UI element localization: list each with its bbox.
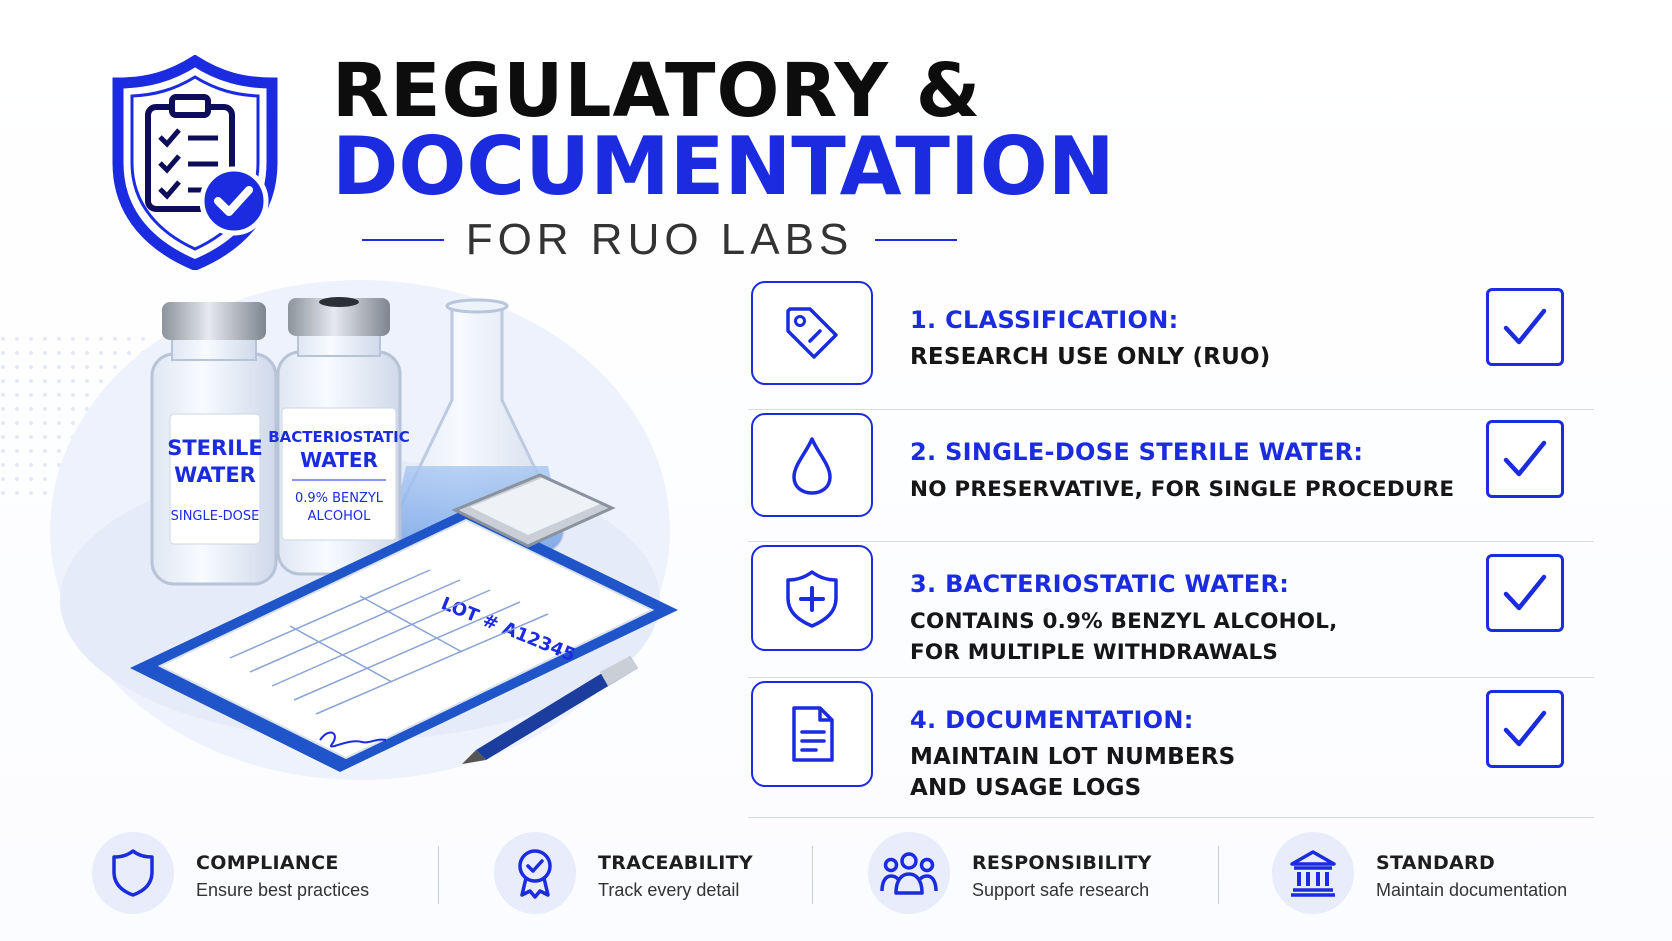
divider [1218,846,1219,904]
item-description: RESEARCH USE ONLY (RUO) [910,344,1271,370]
feature-icon-circle [92,832,174,914]
checkmark-icon [1503,574,1547,611]
feature-subtitle: Maintain documentation [1376,880,1568,900]
feature-title: RESPONSIBILITY [972,852,1152,874]
checked-checkbox[interactable] [1486,288,1564,366]
feature-subtitle: Track every detail [598,880,740,900]
sterile-water-vial: STERILE WATER SINGLE-DOSE [150,302,278,586]
document-icon [792,706,834,762]
item-description: CONTAINS 0.9% BENZYL ALCOHOL, FOR MULTIP… [910,609,1338,665]
award-badge-icon [518,849,552,899]
page-subtitle: FOR RUO LABS [465,215,854,264]
feature-subtitle: Support safe research [972,880,1150,900]
checklist-item-documentation: 4. DOCUMENTATION: MAINTAIN LOT NUMBERS A… [748,678,1594,818]
lab-illustration: STERILE WATER SINGLE-DOSE BACTERIOSTATIC… [0,280,678,780]
clipboard-icon: LOT # A12345 [130,473,678,772]
tag-icon [786,307,838,359]
item-title: 1. CLASSIFICATION: [910,306,1179,334]
item-title: 3. BACTERIOSTATIC WATER: [910,570,1290,598]
pen-icon [462,656,638,764]
checkmark-icon [1503,440,1547,477]
checklist-item-bacteriostatic: 3. BACTERIOSTATIC WATER: CONTAINS 0.9% B… [748,542,1594,678]
item-text: 3. BACTERIOSTATIC WATER: CONTAINS 0.9% B… [910,570,1470,668]
page-title-line1: REGULATORY & [332,48,982,134]
shield-clipboard-logo-icon [112,55,278,270]
vial2-label-sub2: ALCOHOL [308,509,371,524]
item-icon-box [751,413,873,517]
item-icon-box [751,545,873,651]
shield-plus-icon [786,570,838,628]
checkmark-icon [1503,710,1547,747]
feature-icon-circle [868,832,950,914]
subtitle-row: FOR RUO LABS [332,210,987,270]
people-icon [880,852,938,895]
feature-icon-circle [1272,832,1354,914]
checked-checkbox[interactable] [1486,420,1564,498]
item-title: 4. DOCUMENTATION: [910,706,1194,734]
item-description: NO PRESERVATIVE, FOR SINGLE PROCEDURE [910,477,1455,502]
item-icon-box [751,681,873,787]
feature-title: STANDARD [1376,852,1496,874]
droplet-icon [792,437,832,495]
item-title: 2. SINGLE-DOSE STERILE WATER: [910,438,1364,466]
vial2-label-line1: BACTERIOSTATIC [268,428,410,446]
vial2-label-sub1: 0.9% BENZYL [295,491,384,506]
page-title-line2: DOCUMENTATION [332,120,1115,213]
vial1-label-line2: WATER [174,463,256,487]
checkmark-icon [1503,308,1547,345]
feature-title: COMPLIANCE [196,852,339,874]
divider [438,846,439,904]
feature-icon-circle [494,832,576,914]
checklist-item-single-dose: 2. SINGLE-DOSE STERILE WATER: NO PRESERV… [748,410,1594,542]
item-text: 4. DOCUMENTATION: MAINTAIN LOT NUMBERS A… [910,706,1470,804]
item-text: 1. CLASSIFICATION: RESEARCH USE ONLY (RU… [910,306,1470,373]
checked-checkbox[interactable] [1486,554,1564,632]
subtitle-rule-right [875,239,958,241]
checked-checkbox[interactable] [1486,690,1564,768]
vial1-label-line1: STERILE [167,436,263,460]
shield-icon [112,849,154,897]
footer-features: COMPLIANCE Ensure best practices TRACEAB… [0,828,1672,928]
bacteriostatic-water-vial: BACTERIOSTATIC WATER 0.9% BENZYL ALCOHOL [268,297,410,576]
subtitle-rule-left [361,239,444,241]
vial2-label-line2: WATER [300,448,378,472]
item-icon-box [751,281,873,385]
divider [812,846,813,904]
institution-icon [1290,850,1336,897]
vial1-label-sub: SINGLE-DOSE [171,509,260,524]
item-text: 2. SINGLE-DOSE STERILE WATER: NO PRESERV… [910,438,1470,505]
item-description: MAINTAIN LOT NUMBERS AND USAGE LOGS [910,744,1236,801]
feature-subtitle: Ensure best practices [196,880,370,900]
feature-title: TRACEABILITY [598,852,753,874]
checklist: 1. CLASSIFICATION: RESEARCH USE ONLY (RU… [748,278,1594,818]
checklist-item-classification: 1. CLASSIFICATION: RESEARCH USE ONLY (RU… [748,278,1594,410]
